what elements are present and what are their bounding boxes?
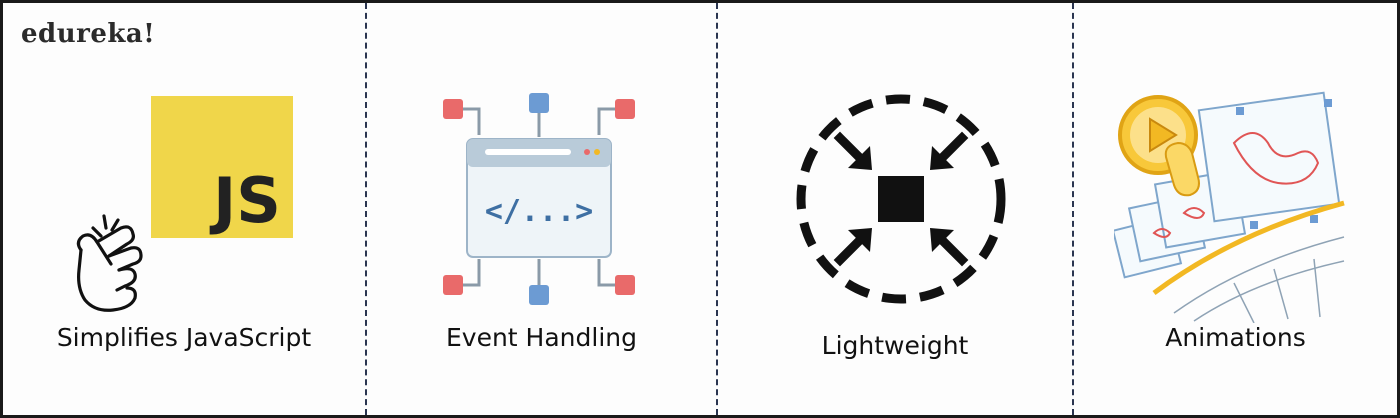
panel-lightweight: Lightweight [718,3,1072,415]
panel-label: Simplifies JavaScript [56,323,312,352]
brand-logo: edureka! [21,19,156,49]
panel-divider [716,3,718,415]
panel-divider [1072,3,1074,415]
panel-label: Animations [1165,323,1306,352]
panel-label: Event Handling [445,323,637,352]
js-badge-text: JS [209,164,281,237]
finger-snap-icon [76,214,143,312]
panel-animations: Animations [1074,3,1397,415]
panel-event-handling: </...> Event Handling [367,3,716,415]
code-glyph-text: </...> [485,194,593,229]
panel-simplifies-javascript: JS Simplifies JavaScript [3,3,365,415]
compress-arrows-icon [796,94,1006,304]
code-window-nodes-icon: </...> [443,93,635,305]
animation-frames-play-icon [1114,91,1345,323]
panel-label: Lightweight [821,331,969,360]
js-logo-icon: JS [151,96,293,238]
panel-divider [365,3,367,415]
